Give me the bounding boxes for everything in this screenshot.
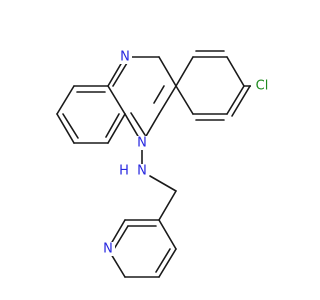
atom-chlorine: Cl [256, 79, 269, 94]
atom-amine-n: N [137, 164, 147, 179]
pyridine-ring [107, 219, 177, 278]
atom-n3: N [137, 136, 147, 151]
pyrimidine-ring [107, 56, 177, 144]
chlorophenyl-ring [175, 50, 257, 121]
benzo-ring [56, 85, 126, 144]
atom-amine-h: H [119, 164, 129, 179]
atom-labels: N N N H N Cl [101, 50, 273, 257]
atom-pyridine-n: N [103, 242, 113, 257]
structure-diagram: N N N H N Cl [56, 49, 273, 278]
aminomethyl-linker [141, 142, 177, 221]
atom-n1: N [120, 50, 130, 65]
molecule-canvas: N N N H N Cl [56, 49, 273, 278]
